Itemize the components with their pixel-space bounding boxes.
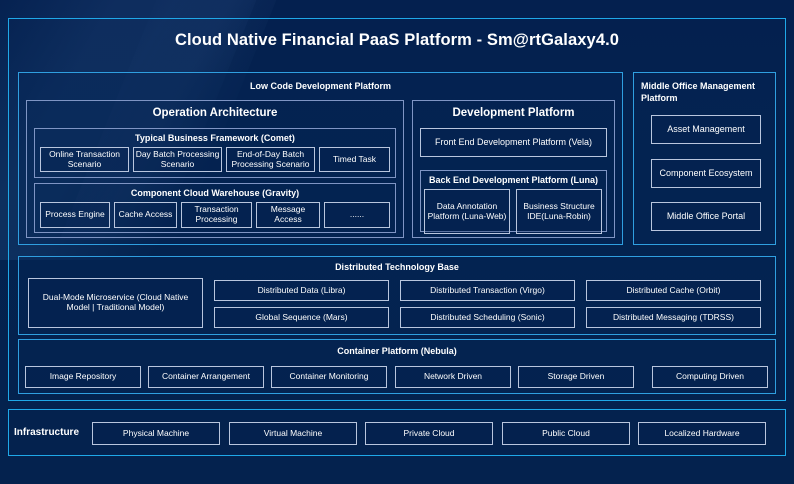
component-transaction-processing[interactable]: Transaction Processing — [181, 202, 252, 228]
main-platform-frame — [8, 18, 786, 401]
component-cloud-warehouse-title: Component Cloud Warehouse (Gravity) — [130, 188, 300, 198]
container-platform-title: Container Platform (Nebula) — [337, 346, 457, 356]
container-network-driven[interactable]: Network Driven — [395, 366, 511, 388]
back-end-development-platform-panel — [420, 170, 607, 232]
component-more-ellipsis[interactable]: ...... — [324, 202, 390, 228]
global-sequence-mars[interactable]: Global Sequence (Mars) — [214, 307, 389, 328]
container-storage-driven[interactable]: Storage Driven — [518, 366, 634, 388]
component-cloud-warehouse-panel — [34, 183, 396, 233]
distributed-scheduling-sonic[interactable]: Distributed Scheduling (Sonic) — [400, 307, 575, 328]
distributed-transaction-virgo[interactable]: Distributed Transaction (Virgo) — [400, 280, 575, 301]
distributed-technology-base-title: Distributed Technology Base — [335, 262, 459, 272]
middle-office-component-ecosystem[interactable]: Component Ecosystem — [651, 159, 761, 188]
container-computing-driven[interactable]: Computing Driven — [652, 366, 768, 388]
middle-office-asset-management[interactable]: Asset Management — [651, 115, 761, 144]
middle-office-portal[interactable]: Middle Office Portal — [651, 202, 761, 231]
infrastructure-private-cloud[interactable]: Private Cloud — [365, 422, 493, 445]
distributed-messaging-tdrss[interactable]: Distributed Messaging (TDRSS) — [586, 307, 761, 328]
component-message-access[interactable]: Message Access — [256, 202, 320, 228]
business-structure-ide[interactable]: Business Structure IDE(Luna-Robin) — [516, 189, 602, 234]
component-cache-access[interactable]: Cache Access — [114, 202, 177, 228]
infrastructure-virtual-machine[interactable]: Virtual Machine — [229, 422, 357, 445]
middle-office-management-platform-title: Middle Office Management Platform — [641, 81, 756, 103]
infrastructure-public-cloud[interactable]: Public Cloud — [502, 422, 630, 445]
container-image-repository[interactable]: Image Repository — [25, 366, 141, 388]
development-platform-title: Development Platform — [452, 107, 575, 119]
container-arrangement[interactable]: Container Arrangement — [148, 366, 264, 388]
scenario-day-batch-processing[interactable]: Day Batch Processing Scenario — [133, 147, 222, 172]
development-platform-panel — [412, 100, 615, 238]
scenario-timed-task[interactable]: Timed Task — [319, 147, 390, 172]
container-monitoring[interactable]: Container Monitoring — [271, 366, 387, 388]
infrastructure-frame — [8, 409, 786, 456]
component-process-engine[interactable]: Process Engine — [40, 202, 110, 228]
low-code-development-platform-title: Low Code Development Platform — [249, 81, 392, 91]
scenario-end-of-day-batch-processing[interactable]: End-of-Day Batch Processing Scenario — [226, 147, 315, 172]
distributed-data-libra[interactable]: Distributed Data (Libra) — [214, 280, 389, 301]
page-title: Cloud Native Financial PaaS Platform - S… — [174, 31, 620, 49]
typical-business-framework-title: Typical Business Framework (Comet) — [135, 133, 295, 143]
typical-business-framework-panel — [34, 128, 396, 178]
distributed-technology-base-panel — [18, 256, 776, 335]
distributed-cache-orbit[interactable]: Distributed Cache (Orbit) — [586, 280, 761, 301]
front-end-development-platform[interactable]: Front End Development Platform (Vela) — [420, 128, 607, 157]
scenario-online-transaction[interactable]: Online Transaction Scenario — [40, 147, 129, 172]
middle-office-management-platform-panel — [633, 72, 776, 245]
operation-architecture-panel — [26, 100, 404, 238]
back-end-development-platform-title: Back End Development Platform (Luna) — [428, 175, 599, 185]
infrastructure-physical-machine[interactable]: Physical Machine — [92, 422, 220, 445]
infrastructure-label: Infrastructure — [14, 427, 80, 438]
operation-architecture-title: Operation Architecture — [152, 107, 278, 119]
dual-mode-microservice[interactable]: Dual-Mode Microservice (Cloud Native Mod… — [28, 278, 203, 328]
infrastructure-localized-hardware[interactable]: Localized Hardware — [638, 422, 766, 445]
data-annotation-platform[interactable]: Data Annotation Platform (Luna-Web) — [424, 189, 510, 234]
